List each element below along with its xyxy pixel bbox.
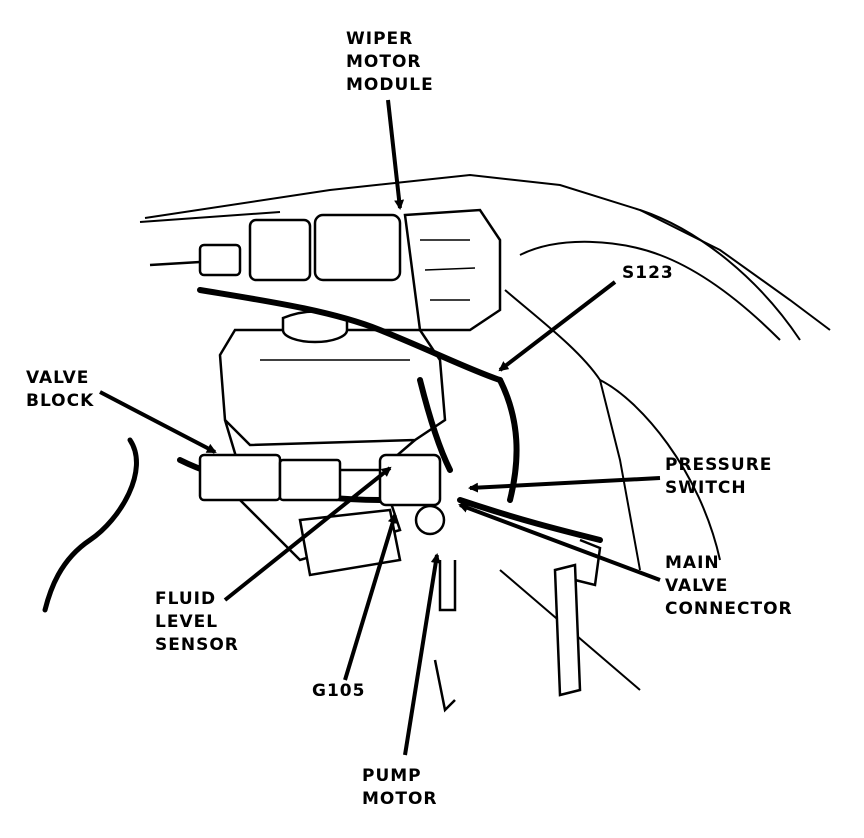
label-line: MODULE <box>346 75 434 95</box>
label-line: SENSOR <box>155 635 239 655</box>
label-s123: S123 <box>622 262 674 285</box>
wiper-motor-assembly <box>149 208 502 332</box>
label-line: VALVE <box>26 368 90 388</box>
cowl-and-fender <box>139 173 831 691</box>
label-wiper-motor-module: WIPER MOTOR MODULE <box>346 28 434 97</box>
label-line: FLUID <box>155 589 217 609</box>
label-fluid-level-sensor: FLUID LEVEL SENSOR <box>155 588 239 657</box>
pump-motor-assembly <box>298 453 457 713</box>
label-line: PUMP <box>362 766 422 786</box>
label-line: MAIN <box>665 553 720 573</box>
label-line: CONNECTOR <box>665 599 793 619</box>
label-g105: G105 <box>312 680 365 703</box>
label-line: S123 <box>622 263 674 283</box>
master-cylinder-reservoir <box>218 310 447 472</box>
label-pressure-switch: PRESSURE SWITCH <box>665 454 772 500</box>
main-valve-connector-bracket <box>553 538 602 697</box>
label-line: PRESSURE <box>665 455 773 475</box>
label-line: G105 <box>312 681 366 701</box>
label-line: WIPER <box>346 29 414 49</box>
label-line: VALVE <box>665 576 729 596</box>
label-line: LEVEL <box>155 612 219 632</box>
valve-block-assembly <box>198 453 402 562</box>
label-line: MOTOR <box>362 789 438 809</box>
leader-arrows <box>99 99 661 756</box>
label-main-valve-connector: MAIN VALVE CONNECTOR <box>665 552 793 621</box>
label-line: BLOCK <box>26 391 95 411</box>
label-valve-block: VALVE BLOCK <box>26 367 94 413</box>
label-line: MOTOR <box>346 52 422 72</box>
label-line: SWITCH <box>665 478 747 498</box>
label-pump-motor: PUMP MOTOR <box>362 765 438 811</box>
